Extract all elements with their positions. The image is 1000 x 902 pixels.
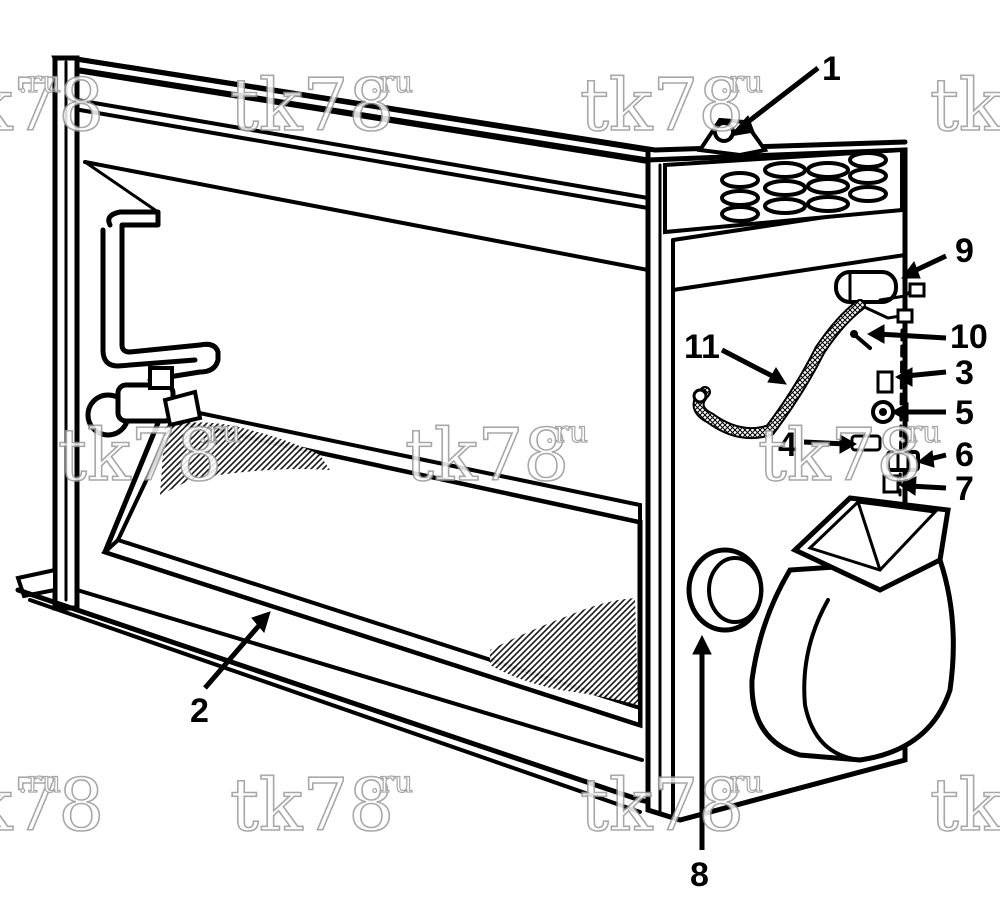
heater-core-coil (663, 147, 904, 235)
callout-4: 4 (778, 426, 797, 464)
callout-3: 3 (955, 354, 974, 392)
watermark: tk78 .ru (0, 62, 105, 148)
svg-text:tk78: tk78 (580, 763, 744, 847)
watermark: tk78 (929, 762, 1000, 848)
svg-text:.ru: .ru (370, 765, 413, 800)
callout-7: 7 (955, 470, 974, 508)
housing-left-frame (52, 55, 650, 611)
svg-text:tk78: tk78 (758, 413, 922, 497)
watermark: tk78 (929, 62, 1000, 148)
resistor-capacitor (834, 270, 898, 304)
wire-terminals (858, 282, 926, 324)
svg-text:.ru: .ru (545, 415, 588, 450)
svg-text:tk78: tk78 (405, 413, 569, 497)
svg-text:.ru: .ru (720, 765, 763, 800)
water-valve-piping (85, 209, 221, 438)
gasket (876, 370, 894, 394)
watermark: tk78 .ru (579, 62, 764, 148)
svg-text:tk78: tk78 (0, 763, 104, 847)
leader-arrows (203, 66, 948, 850)
svg-text:tk78: tk78 (58, 413, 222, 497)
filter-frame (101, 407, 643, 729)
watermark: tk78 .ru (579, 762, 764, 848)
wiring-harness (692, 299, 866, 440)
svg-text:.ru: .ru (370, 65, 413, 100)
svg-text:.ru: .ru (198, 415, 241, 450)
watermarks: tk78 .ru tk78 .ru tk78 .ru tk78 tk78 .ru… (0, 62, 1000, 848)
duct-collar (686, 547, 764, 633)
spacer (882, 474, 900, 494)
watermark: tk78 .ru (757, 412, 942, 498)
housing-top-panel (51, 55, 908, 164)
callout-8: 8 (690, 856, 709, 894)
watermark: tk78 .ru (229, 762, 414, 848)
callout-9: 9 (955, 232, 974, 270)
svg-text:tk78: tk78 (580, 63, 744, 147)
callout-5: 5 (955, 394, 974, 432)
callout-11: 11 (684, 328, 720, 366)
mounting-screw (850, 330, 872, 350)
fitting-nut (886, 450, 920, 472)
watermark: tk78 .ru (57, 412, 242, 498)
callout-labels: 1 2 3 4 5 6 7 8 9 10 11 (190, 50, 988, 894)
blower-assembly (749, 495, 956, 763)
callout-1: 1 (822, 50, 841, 88)
svg-text:.ru: .ru (18, 765, 61, 800)
svg-text:.ru: .ru (898, 415, 941, 450)
svg-text:.ru: .ru (720, 65, 763, 100)
svg-text:.ru: .ru (18, 65, 61, 100)
svg-text:tk78: tk78 (930, 63, 1000, 147)
watermark: tk78 .ru (404, 412, 589, 498)
callout-2: 2 (190, 692, 209, 730)
svg-text:tk78: tk78 (230, 763, 394, 847)
watermark: tk78 .ru (229, 62, 414, 148)
svg-text:tk78: tk78 (930, 763, 1000, 847)
callout-6: 6 (955, 436, 974, 474)
callout-10: 10 (950, 318, 988, 356)
svg-text:tk78: tk78 (230, 63, 394, 147)
svg-text:tk78: tk78 (0, 63, 104, 147)
watermark: tk78 .ru (0, 762, 105, 848)
